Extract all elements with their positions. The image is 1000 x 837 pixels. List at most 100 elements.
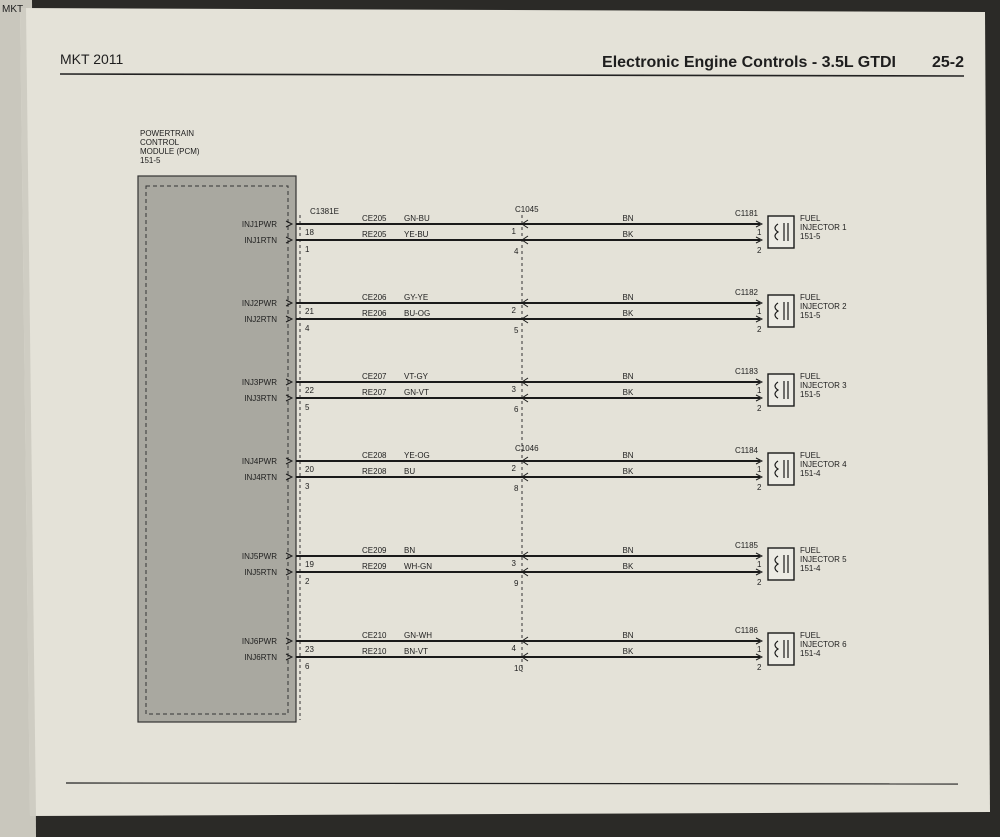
injector-name-3-2: 151-5 [800,311,821,320]
pcm-pin-rtn-6: 6 [305,662,310,671]
injector-pin1-1: 1 [757,228,762,237]
injector-connector-5: C1185 [735,541,759,550]
inj-color-rtn-6: BK [623,647,634,656]
pcm-pin-name-rtn-6: INJ6RTN [244,653,277,662]
inj-arrow-rtn-2 [755,315,764,323]
injector-name-1-2: FUEL [800,293,821,302]
inline-pin-pwr-1: 1 [512,227,517,236]
page-number: 25-2 [932,54,964,71]
pin-arrow-pwr-4 [285,457,294,465]
inline-arrow-rtn-4 [521,472,529,482]
pcm-pin-pwr-4: 20 [305,465,314,474]
color-pwr-1: GN-BU [404,214,430,223]
inline-arrow-rtn-5 [521,567,529,577]
pcm-pin-pwr-2: 21 [305,307,314,316]
pcm-label-2: CONTROL [140,138,180,147]
circuit-pwr-4: CE208 [362,451,387,460]
color-pwr-5: BN [404,546,415,555]
circuit-rtn-6: RE210 [362,647,387,656]
inline-connector-c1046: C1046 [515,444,539,453]
pcm-pin-name-pwr-6: INJ6PWR [242,637,277,646]
injector-pin1-5: 1 [757,560,762,569]
inj-color-rtn-4: BK [623,467,634,476]
pcm-pin-name-rtn-1: INJ1RTN [244,236,277,245]
pin-arrow-rtn-5 [285,568,294,576]
page-gutter-shadow [20,8,36,816]
pcm-pin-name-pwr-1: INJ1PWR [242,220,277,229]
injector-connector-2: C1182 [735,288,759,297]
injector-name-3-3: 151-5 [800,390,821,399]
pcm-pin-name-pwr-2: INJ2PWR [242,299,277,308]
fuel-injector-symbol-4 [767,452,795,486]
pcm-label-3: MODULE (PCM) [140,147,200,156]
injector-name-1-1: FUEL [800,214,821,223]
injector-pin2-3: 2 [757,404,762,413]
fuel-injector-symbol-1 [767,215,795,249]
inj-arrow-rtn-6 [755,653,764,661]
inline-arrow-pwr-5 [521,551,529,561]
pcm-pin-pwr-5: 19 [305,560,314,569]
circuit-pwr-5: CE209 [362,546,387,555]
circuit-rtn-2: RE206 [362,309,387,318]
injector-pin2-5: 2 [757,578,762,587]
injector-name-1-4: FUEL [800,451,821,460]
circuit-rtn-1: RE205 [362,230,387,239]
pcm-pin-pwr-6: 23 [305,645,314,654]
inline-arrow-pwr-1 [521,219,529,229]
circuit-rtn-4: RE208 [362,467,387,476]
pcm-pin-name-rtn-3: INJ3RTN [244,394,277,403]
pcm-pin-rtn-1: 1 [305,245,310,254]
fuel-injector-symbol-6 [767,632,795,666]
pcm-pin-rtn-4: 3 [305,482,310,491]
inline-arrow-rtn-6 [521,652,529,662]
pcm-pin-name-rtn-5: INJ5RTN [244,568,277,577]
injector-pin1-4: 1 [757,465,762,474]
inj-arrow-pwr-2 [755,299,764,307]
fuel-injector-symbol-5 [767,547,795,581]
page-title: Electronic Engine Controls - 3.5L GTDI [602,54,896,71]
pcm-pin-rtn-3: 5 [305,403,310,412]
inj-arrow-pwr-6 [755,637,764,645]
fuel-injector-symbol-2 [767,294,795,328]
injector-name-3-4: 151-4 [800,469,821,478]
injector-connector-4: C1184 [735,446,759,455]
color-rtn-4: BU [404,467,415,476]
coil-icon-1 [774,223,789,241]
injector-name-3-5: 151-4 [800,564,821,573]
injector-pin1-3: 1 [757,386,762,395]
pin-arrow-pwr-1 [285,220,294,228]
pcm-pin-name-rtn-2: INJ2RTN [244,315,277,324]
pcm-label-1: POWERTRAIN [140,129,194,138]
pin-arrow-pwr-3 [285,378,294,386]
inj-color-pwr-3: BN [622,372,633,381]
pin-arrow-rtn-2 [285,315,294,323]
injector-pin2-2: 2 [757,325,762,334]
pcm-pin-rtn-5: 2 [305,577,310,586]
inline-connector-c1045: C1045 [515,205,539,214]
pin-arrow-rtn-6 [285,653,294,661]
injector-name-2-6: INJECTOR 6 [800,640,847,649]
color-rtn-1: YE-BU [404,230,429,239]
pcm-pin-name-pwr-5: INJ5PWR [242,552,277,561]
inj-arrow-rtn-3 [755,394,764,402]
inj-color-rtn-2: BK [623,309,634,318]
inj-color-rtn-5: BK [623,562,634,571]
footer-rule [65,782,959,785]
pin-arrow-rtn-4 [285,473,294,481]
coil-icon-3 [774,381,789,399]
color-rtn-3: GN-VT [404,388,429,397]
injector-pin2-6: 2 [757,663,762,672]
color-pwr-2: GY-YE [404,293,428,302]
injector-name-2-4: INJECTOR 4 [800,460,847,469]
circuit-pwr-2: CE206 [362,293,387,302]
injector-name-1-6: FUEL [800,631,821,640]
pcm-pin-name-rtn-4: INJ4RTN [244,473,277,482]
coil-icon-5 [774,555,789,573]
inj-color-rtn-3: BK [623,388,634,397]
injector-name-2-1: INJECTOR 1 [800,223,847,232]
injector-name-1-3: FUEL [800,372,821,381]
injector-name-2-2: INJECTOR 2 [800,302,847,311]
inj-color-pwr-6: BN [622,631,633,640]
